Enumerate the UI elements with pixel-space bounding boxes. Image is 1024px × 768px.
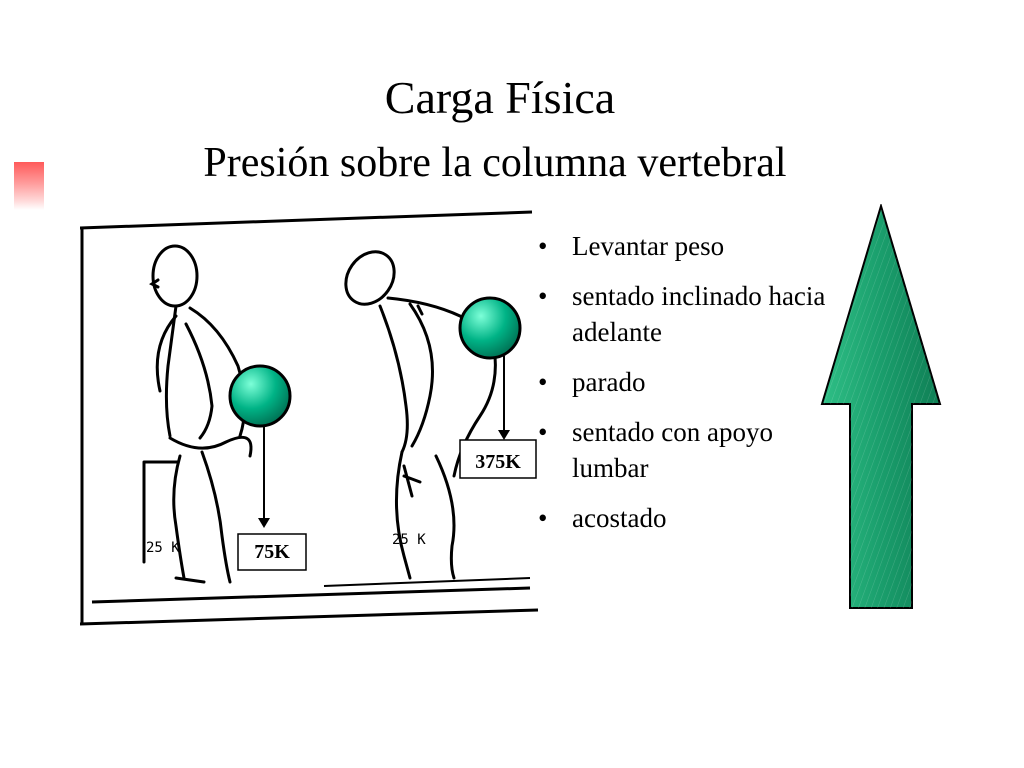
left-pointer-arrowhead (258, 518, 270, 528)
list-item: acostado (536, 500, 846, 536)
posture-list: Levantar peso sentado inclinado hacia ad… (536, 228, 846, 550)
up-arrow-icon (820, 204, 942, 609)
right-pointer-arrowhead (498, 430, 510, 440)
decorative-accent-bar (14, 162, 44, 210)
right-box-label: 25 K (392, 532, 426, 548)
title-block: Carga Física (100, 70, 900, 126)
right-pressure-disc (458, 296, 522, 360)
list-item: Levantar peso (536, 228, 846, 264)
left-box-label: 25 K (146, 540, 180, 556)
left-figure (142, 244, 253, 584)
left-pressure-disc (228, 364, 292, 428)
list-item: sentado inclinado hacia adelante (536, 278, 846, 350)
slide-subtitle: Presión sobre la columna vertebral (203, 140, 787, 186)
left-weight-label: 75K (254, 541, 290, 563)
left-weight-box (237, 533, 307, 571)
slide-title: Carga Física (384, 72, 616, 123)
right-figure (344, 250, 497, 580)
list-item: parado (536, 364, 846, 400)
right-weight-label: 375K (475, 451, 521, 473)
posture-illustration: 25 K 25 K 75K 375K (80, 210, 539, 626)
list-item: sentado con apoyo lumbar (536, 414, 846, 486)
frame-lines (80, 210, 539, 626)
